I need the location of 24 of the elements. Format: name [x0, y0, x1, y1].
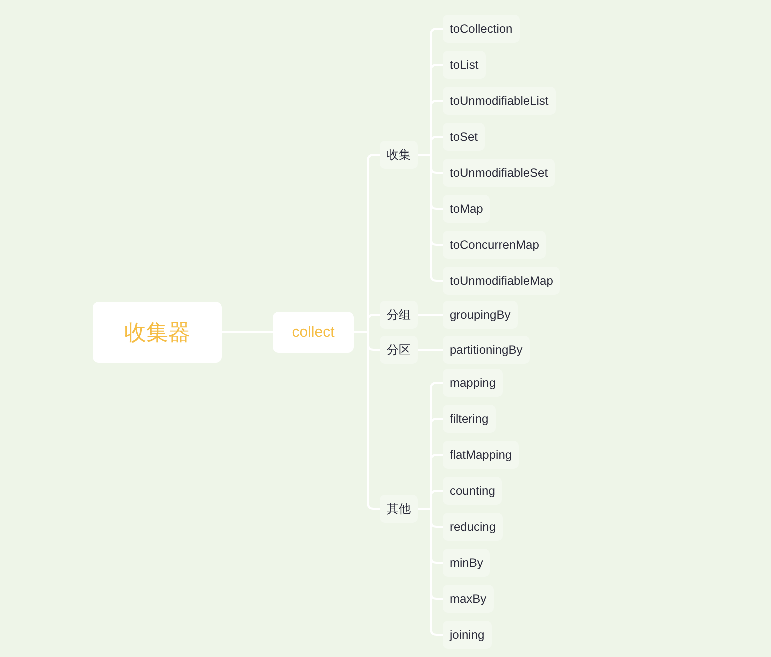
leaf-topic-box: toConcurrenMap — [443, 231, 546, 259]
leaf-topic-box: mapping — [443, 369, 504, 397]
subtopic-box: 收集 — [380, 141, 418, 169]
leaf-topic-box: groupingBy — [443, 301, 518, 329]
leaf-topic-box: maxBy — [443, 585, 494, 613]
leaf-topic-box: toCollection — [443, 15, 520, 43]
leaf-topic-box: partitioningBy — [443, 336, 530, 364]
leaf-topic-box: toMap — [443, 195, 490, 223]
leaf-topic-box: toUnmodifiableSet — [443, 159, 556, 187]
central-topic-box: 收集器 — [93, 302, 222, 363]
subtopic-box: 其他 — [380, 495, 418, 523]
subtopic-box: 分区 — [380, 336, 418, 364]
main-topic-box: collect — [273, 312, 354, 353]
leaf-topic-box: toSet — [443, 123, 486, 151]
leaf-topic-box: flatMapping — [443, 441, 520, 469]
leaf-topic-box: reducing — [443, 513, 504, 541]
subtopic-box: 分组 — [380, 301, 418, 329]
leaf-topic-box: filtering — [443, 405, 496, 433]
leaf-topic-box: toUnmodifiableMap — [443, 267, 560, 295]
leaf-topic-box: joining — [443, 621, 492, 649]
leaf-topic-box: toUnmodifiableList — [443, 87, 556, 115]
leaf-topic-box: counting — [443, 477, 502, 505]
leaf-topic-box: toList — [443, 51, 486, 79]
leaf-topic-box: minBy — [443, 549, 490, 577]
